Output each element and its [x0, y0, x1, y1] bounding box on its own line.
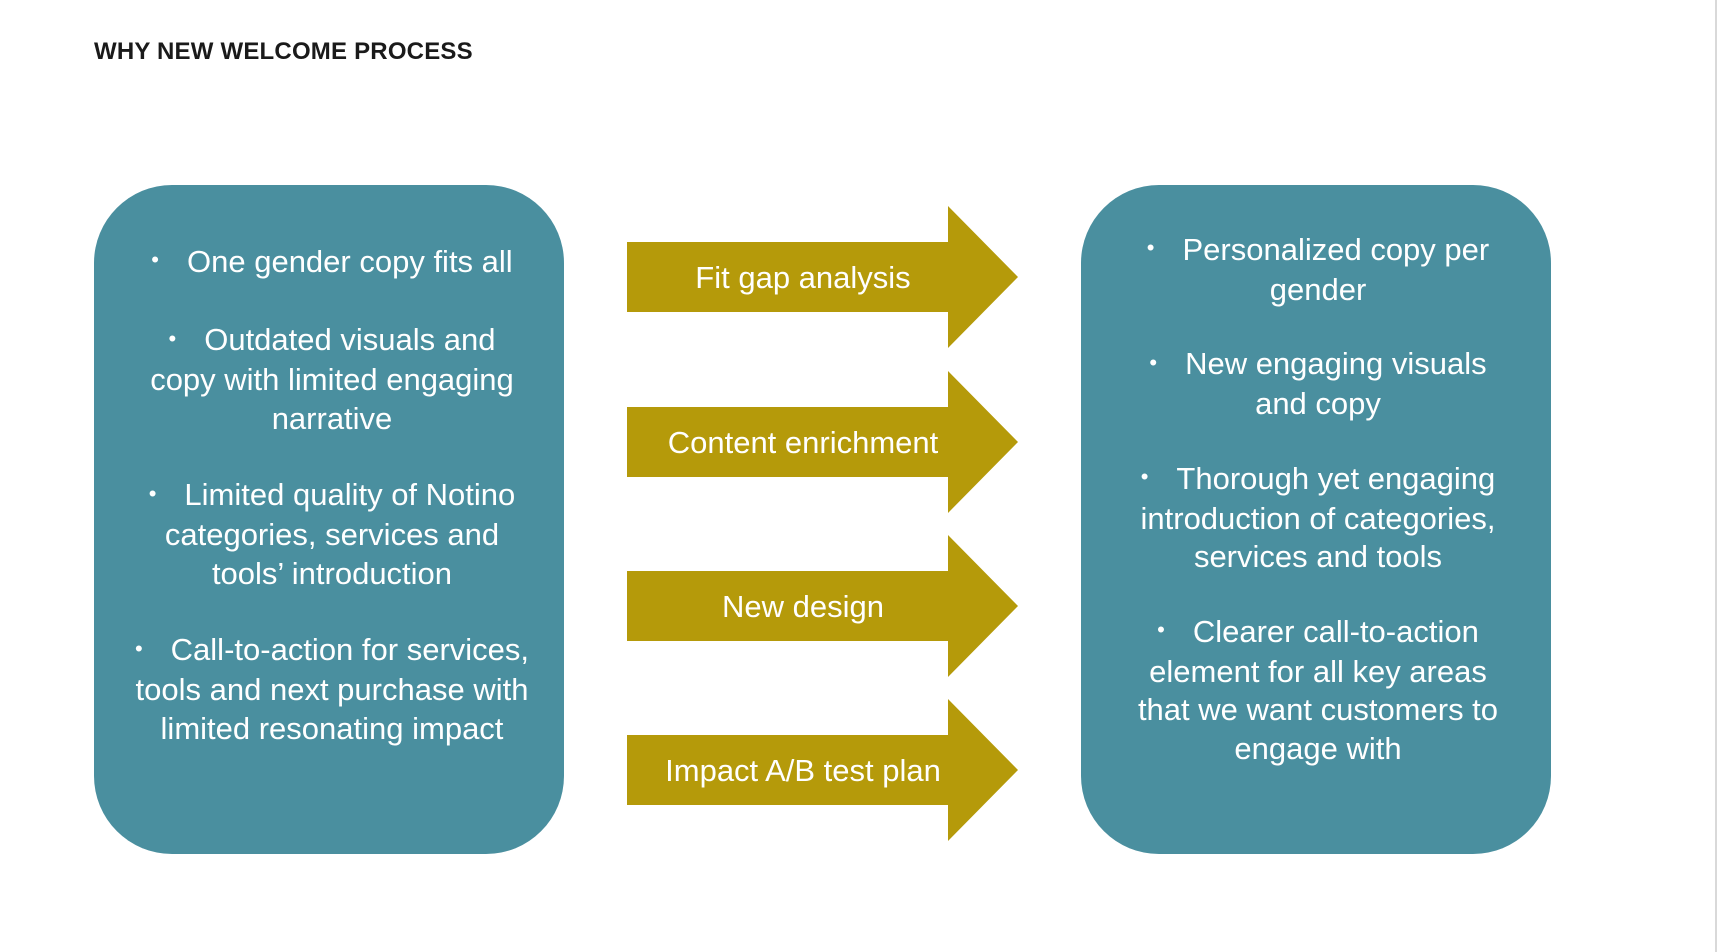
target-state-item-text: Personalized copy per gender: [1182, 231, 1490, 307]
right-arrow-icon: [627, 371, 1018, 513]
bullet-icon: •: [1146, 235, 1155, 261]
current-state-item: •Outdated visuals and copy with limited …: [94, 321, 564, 438]
current-state-item-text: One gender copy fits all: [187, 243, 513, 279]
bullet-icon: •: [168, 325, 177, 351]
target-state-item: •Clearer call-to-action element for all …: [1081, 613, 1551, 769]
current-state-item-text: Call-to-action for services, tools and n…: [135, 632, 530, 746]
current-state-item-text: Outdated visuals and copy with limited e…: [150, 321, 514, 436]
target-state-item-text: New engaging visuals and copy: [1185, 346, 1487, 422]
target-state-item: • New engaging visuals and copy: [1081, 345, 1551, 424]
bullet-icon: •: [1140, 464, 1149, 490]
bullet-icon: •: [1149, 349, 1158, 375]
bullet-icon: •: [148, 480, 157, 506]
right-arrow-icon: [627, 206, 1018, 348]
target-state-item-text: Clearer call-to-action element for all k…: [1137, 613, 1499, 766]
target-state-item: •Thorough yet engaging introduction of c…: [1081, 460, 1551, 577]
current-state-item: • One gender copy fits all: [94, 243, 564, 283]
target-state-item: • Personalized copy per gender: [1081, 231, 1551, 310]
current-state-item: •Call-to-action for services, tools and …: [94, 631, 564, 748]
bullet-icon: •: [1157, 617, 1165, 643]
current-state-item-text: Limited quality of Notino categories, se…: [164, 477, 516, 591]
current-state-item: • Limited quality of Notino categories, s…: [94, 476, 564, 593]
target-state-item-text: Thorough yet engaging introduction of ca…: [1140, 460, 1496, 575]
arrow-label: Fit gap analysis: [695, 260, 911, 295]
arrow-impact-ab-test-plan: Impact A/B test plan: [627, 699, 1018, 841]
current-state-list: •One gender copy fits all •Outdated visu…: [94, 185, 564, 854]
arrow-label: Impact A/B test plan: [665, 753, 941, 788]
target-state-list: • Personalized copy per gender • New engag…: [1081, 185, 1551, 854]
arrow-fit-gap-analysis: Fit gap analysis: [627, 206, 1018, 348]
slide-title: WHY NEW WELCOME PROCESS: [94, 38, 473, 65]
arrow-label: New design: [722, 589, 884, 624]
arrow-content-enrichment: Content enrichment: [627, 371, 1018, 513]
arrow-label: Content enrichment: [667, 425, 939, 460]
right-arrow-icon: [627, 699, 1018, 841]
bullet-icon: •: [134, 635, 143, 661]
current-state-panel: •One gender copy fits all •Outdated visu…: [94, 185, 564, 854]
bullet-icon: •: [151, 247, 159, 273]
right-arrow-icon: [627, 535, 1018, 677]
arrow-new-design: New design: [627, 535, 1018, 677]
target-state-panel: • Personalized copy per gender • New engag…: [1081, 185, 1551, 854]
